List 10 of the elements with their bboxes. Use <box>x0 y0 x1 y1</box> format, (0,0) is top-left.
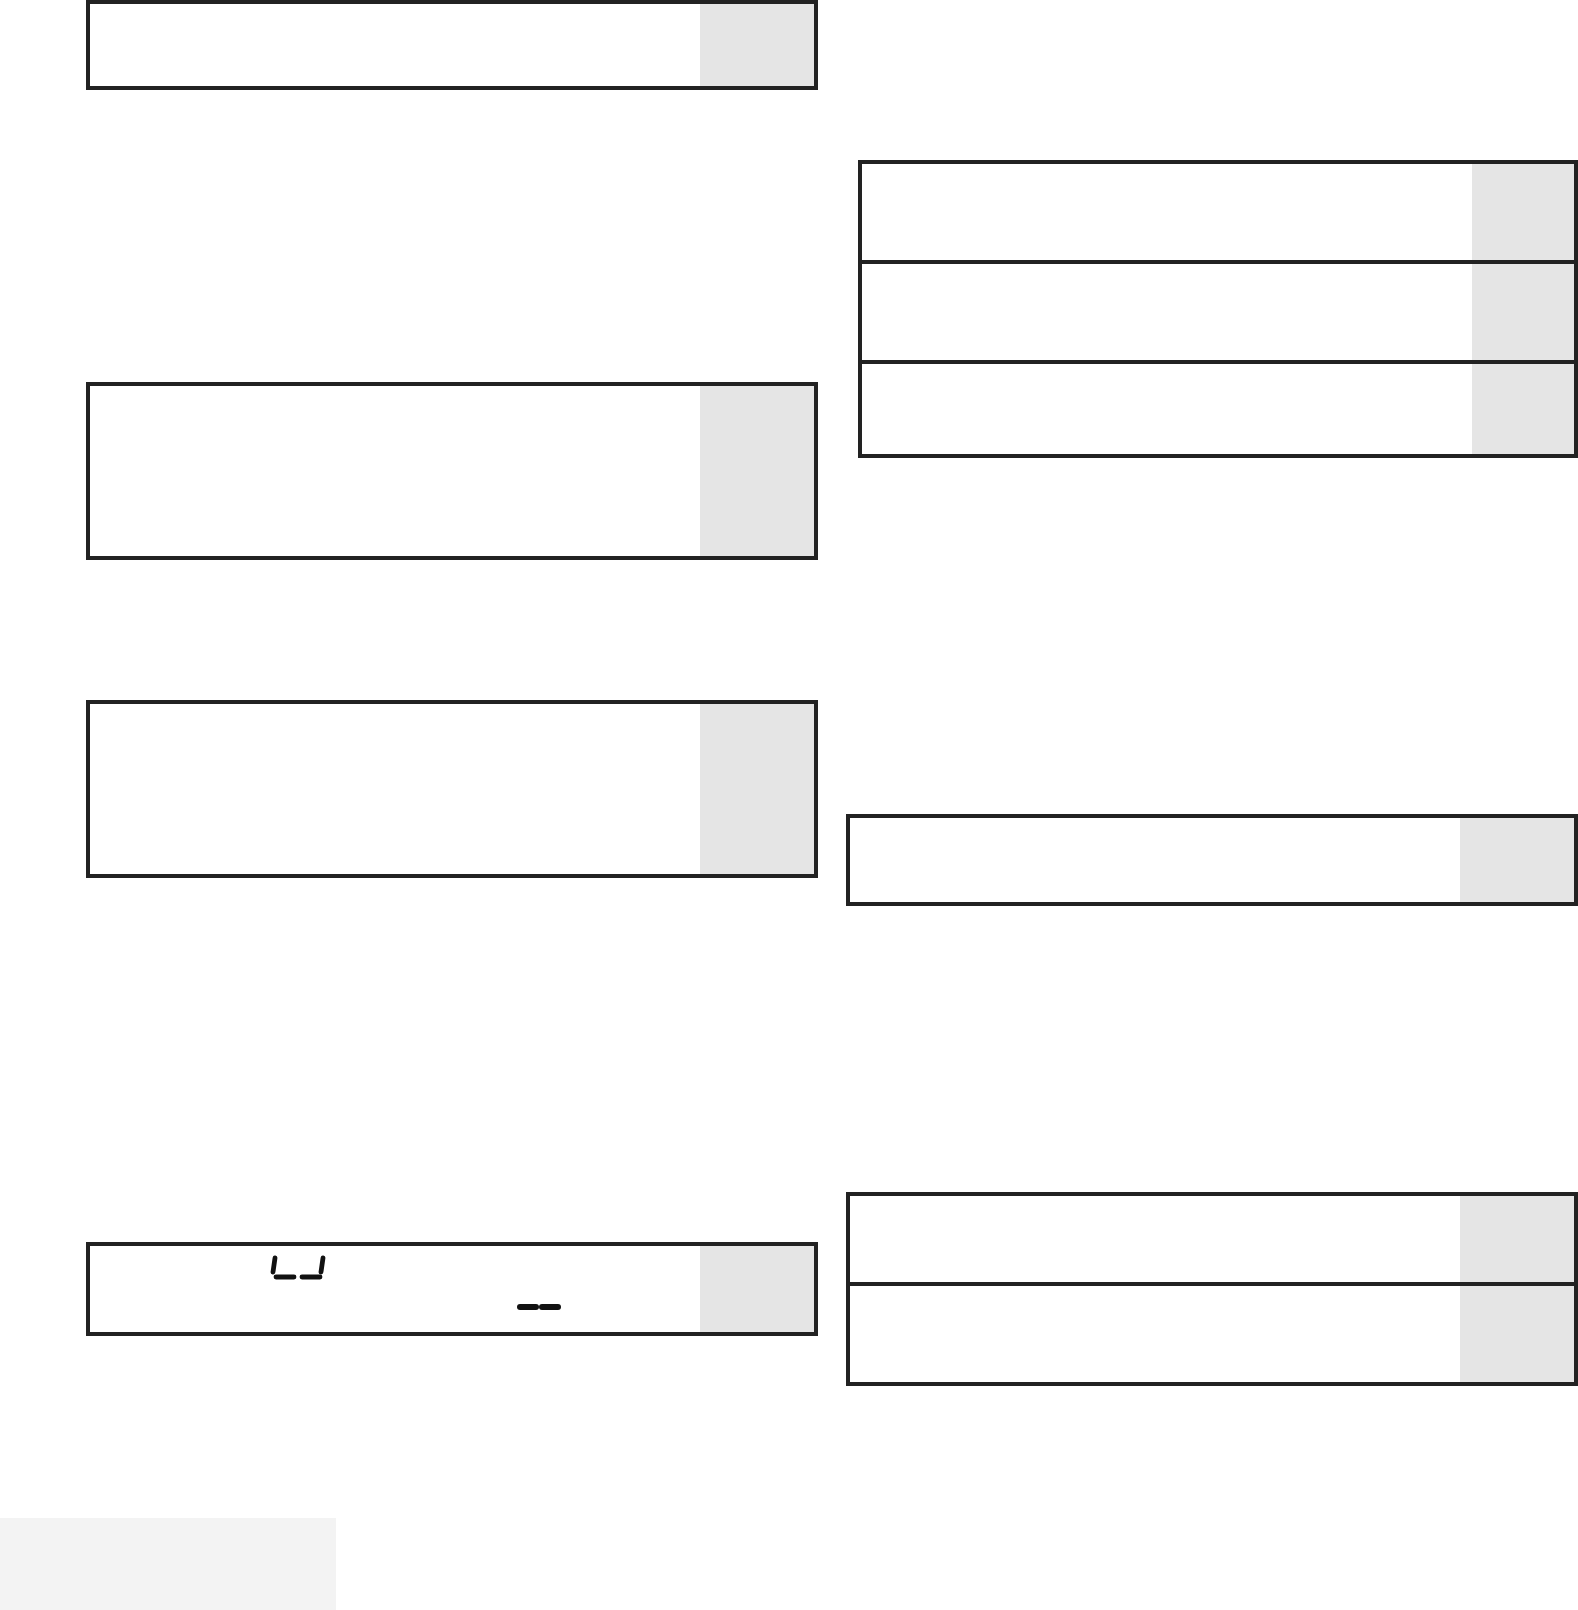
empty-box <box>86 382 818 560</box>
empty-box <box>86 1242 818 1336</box>
empty-box <box>858 360 1578 458</box>
empty-box <box>858 160 1578 264</box>
empty-box <box>846 814 1578 906</box>
empty-box <box>846 1282 1578 1386</box>
empty-box <box>86 700 818 878</box>
empty-box <box>858 260 1578 364</box>
empty-box <box>86 0 818 90</box>
empty-box <box>846 1192 1578 1286</box>
